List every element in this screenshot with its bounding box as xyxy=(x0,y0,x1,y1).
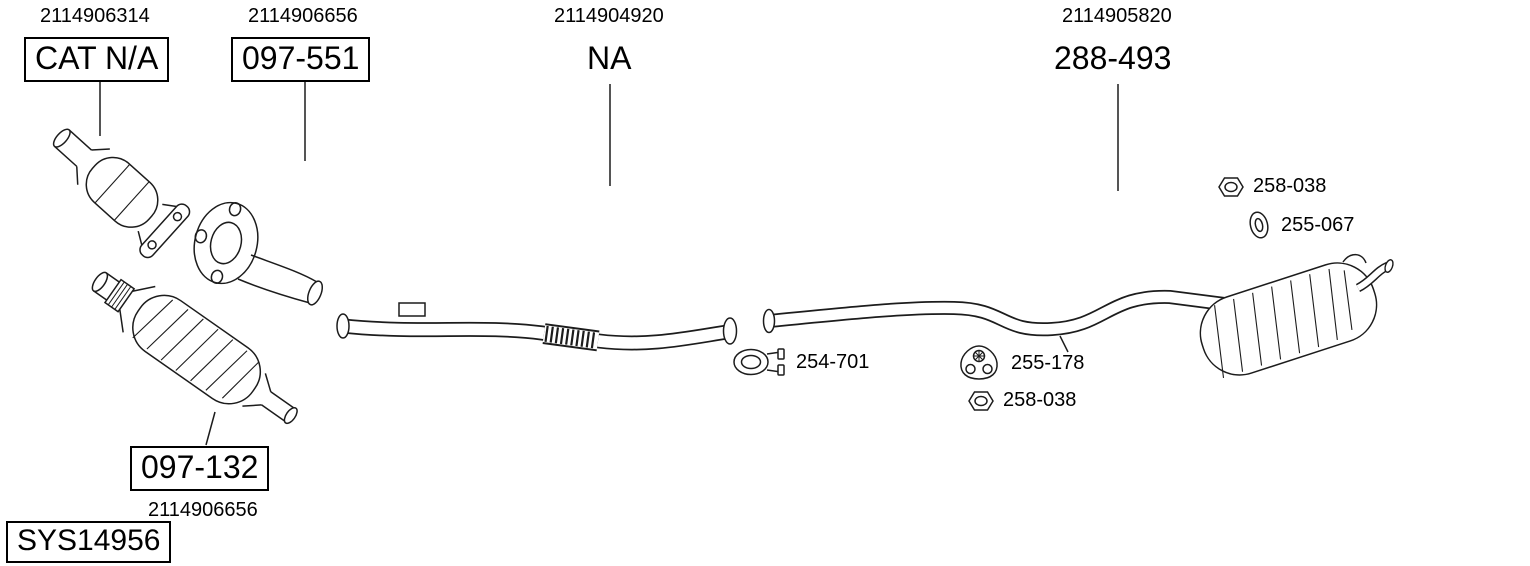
part-callout-grommet[interactable]: 255-067 xyxy=(1246,209,1354,241)
part-callout-hanger[interactable]: 255-178 xyxy=(956,344,1084,382)
rear-muffler-drawing xyxy=(1199,253,1394,379)
part-callout-rear-muffler[interactable]: 288-493 xyxy=(1054,40,1172,76)
rubber-hanger-icon xyxy=(960,345,998,380)
oe-reference-number: 2114905820 xyxy=(1062,5,1172,27)
front-flange-gasket-drawing xyxy=(193,201,324,306)
part-number: 255-178 xyxy=(1011,351,1085,374)
nut-icon xyxy=(968,390,994,411)
part-number: 254-701 xyxy=(796,350,870,373)
part-callout-nut[interactable]: 258-038 xyxy=(968,389,1076,412)
pipe-clamp-icon xyxy=(733,348,785,376)
rear-pipe-drawing xyxy=(762,289,1225,353)
oe-reference-number: 2114904920 xyxy=(554,5,664,27)
front-pipe-drawing xyxy=(336,302,738,352)
part-callout-nut[interactable]: 258-038 xyxy=(1218,175,1326,198)
part-number: 255-067 xyxy=(1281,213,1355,236)
leader-line xyxy=(205,411,216,446)
part-callout-clamp[interactable]: 254-701 xyxy=(731,345,869,379)
grommet-ring-icon xyxy=(1249,211,1269,239)
nut-icon xyxy=(1218,176,1244,197)
part-callout-cat: CAT N/A xyxy=(24,37,170,82)
lower-catalytic-converter-drawing xyxy=(91,271,298,425)
oe-reference-number: 2114906656 xyxy=(248,5,358,27)
oe-reference-number: 2114906656 xyxy=(148,499,258,521)
part-callout-na: NA xyxy=(587,40,632,76)
catalytic-converter-drawing xyxy=(52,128,191,259)
oe-reference-number: 2114906314 xyxy=(40,5,150,27)
part-number: 258-038 xyxy=(1253,175,1327,197)
part-callout-front-pipe[interactable]: 097-551 xyxy=(231,37,371,82)
system-code-callout[interactable]: SYS14956 xyxy=(6,521,172,563)
part-callout-lower-cat[interactable]: 097-132 xyxy=(130,446,270,491)
part-number: 258-038 xyxy=(1003,389,1077,411)
